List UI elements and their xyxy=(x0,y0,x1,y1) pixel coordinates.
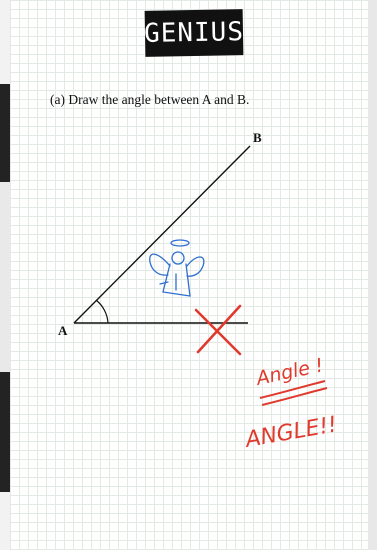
ray-ab xyxy=(73,145,251,324)
grid-paper xyxy=(10,0,368,550)
angle-arc xyxy=(95,299,109,324)
underline-2 xyxy=(261,387,328,406)
angel-icon xyxy=(149,239,205,297)
underline-1 xyxy=(259,380,326,399)
annotation-angle-caps: ANGLE!! xyxy=(242,412,339,453)
question-text: (a) Draw the angle between A and B. xyxy=(50,92,250,107)
left-light-panel xyxy=(0,182,10,372)
point-b-label: B xyxy=(253,130,262,145)
right-edge xyxy=(368,0,377,550)
cross-mark-icon xyxy=(194,304,242,356)
annotation-angle: Angle ! xyxy=(253,354,326,390)
point-a-label: A xyxy=(58,323,68,338)
